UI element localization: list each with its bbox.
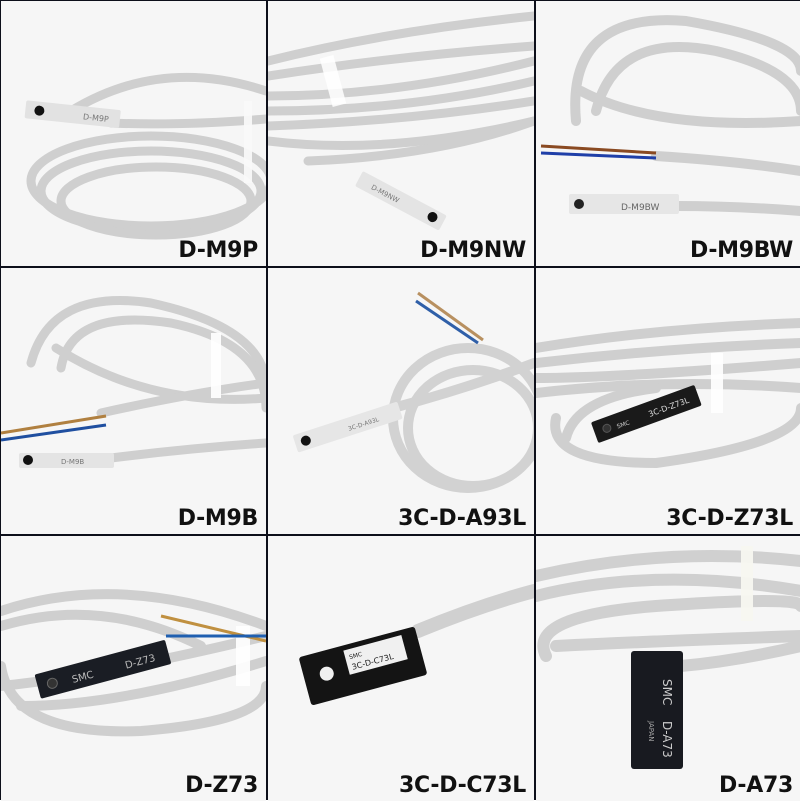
sensor-body-marking: D-M9P	[83, 112, 110, 124]
product-tile-d-m9nw: D-M9NW D-M9NW	[268, 1, 534, 266]
sensor-body-marking: D-M9BW	[621, 203, 660, 213]
product-tile-d-a73: SMC D-A73 JAPAN D-A73	[536, 536, 800, 801]
product-tile-d-m9b: D-M9B D-M9B	[1, 268, 266, 534]
product-tile-3c-d-c73l: SMC 3C-D-C73L 3C-D-C73L	[268, 536, 534, 801]
brand-marking: SMC	[616, 419, 631, 430]
product-model-label: D-M9B	[177, 506, 259, 531]
product-model-label: 3C-D-Z73L	[666, 506, 793, 531]
product-tile-3c-d-a93l: 3C-D-A93L 3C-D-A93L	[268, 268, 534, 534]
sensor-cable-photo: D-M9BW	[540, 15, 800, 216]
product-tile-d-m9p: D-M9P D-M9P	[1, 1, 266, 266]
product-model-label: D-M9BW	[689, 238, 793, 263]
sensor-body-marking: D-M9B	[61, 458, 84, 466]
product-model-label: D-M9P	[178, 238, 258, 263]
sensor-cable-photo: 3C-D-A93L	[293, 291, 534, 493]
product-model-label: 3C-D-A93L	[398, 506, 526, 531]
brand-marking: SMC	[71, 670, 95, 686]
sensor-cable-photo: SMC D-Z73	[1, 589, 266, 737]
brand-marking: SMC	[660, 679, 674, 705]
brand-marking: SMC	[348, 651, 363, 661]
sensor-cable-photo: SMC 3C-D-C73L	[299, 584, 534, 706]
sensor-cable-photo: D-M9NW	[268, 11, 534, 230]
product-model-label: D-M9NW	[420, 238, 526, 263]
sensor-cable-photo: SMC D-A73 JAPAN	[536, 546, 800, 769]
sensor-cable-photo: D-M9P	[24, 72, 266, 240]
product-tile-3c-d-z73l: 3C-D-Z73L SMC 3C-D-Z73L	[536, 268, 800, 534]
sensor-cable-photo: 3C-D-Z73L SMC	[536, 318, 800, 469]
origin-marking: JAPAN	[647, 720, 655, 742]
product-tile-d-m9bw: D-M9BW D-M9BW	[536, 1, 800, 266]
product-tile-d-z73: SMC D-Z73 D-Z73	[1, 536, 266, 801]
product-model-label: 3C-D-C73L	[399, 773, 526, 798]
product-model-label: D-Z73	[185, 773, 258, 798]
sensor-body-marking: D-A73	[660, 721, 674, 758]
sensor-cable-photo: D-M9B	[1, 296, 266, 468]
product-model-label: D-A73	[719, 773, 793, 798]
